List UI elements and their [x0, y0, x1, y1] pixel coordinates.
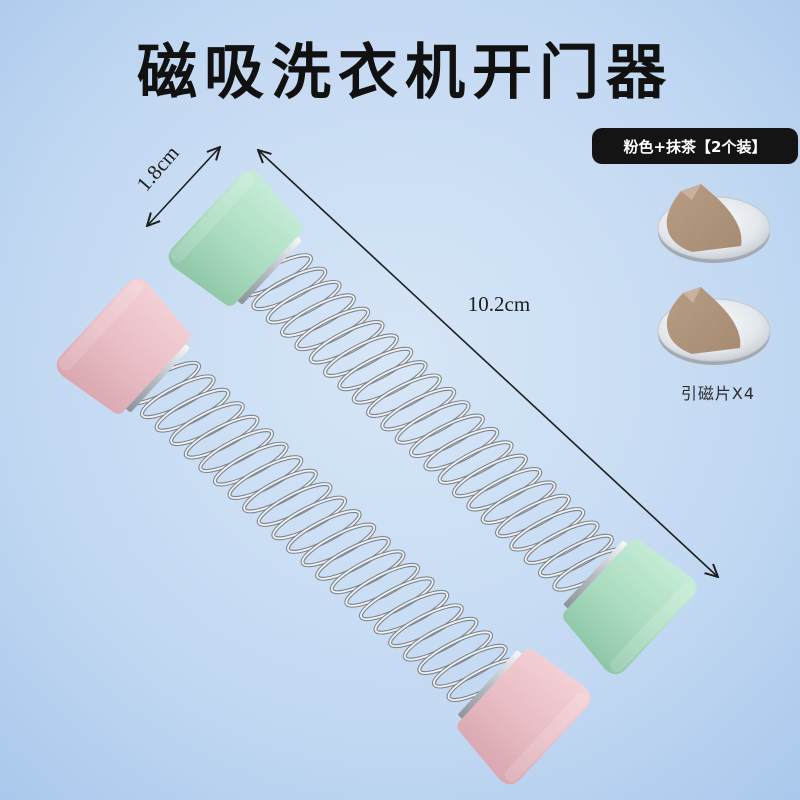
diameter-arrow: [147, 147, 220, 226]
metal-washer: [458, 650, 523, 720]
magnet-plate-2: [657, 287, 771, 365]
pink-cap-end: [457, 649, 591, 785]
cap-highlight: [610, 582, 695, 673]
adhesive-tape-icon: [666, 184, 742, 252]
metal-washer: [125, 343, 190, 413]
page-title: 磁吸洗衣机开门器: [137, 38, 673, 108]
length-label: 10.2cm: [468, 292, 530, 316]
badge-label: 粉色+抹茶【2个装】: [623, 138, 766, 156]
pink-cap-body: [457, 649, 591, 785]
cap-highlight: [504, 692, 589, 783]
pink-cap-start: [56, 278, 191, 414]
pink-cap-body: [56, 278, 191, 414]
adhesive-tape-icon: [666, 287, 741, 354]
tape-fold: [683, 287, 701, 303]
length-dimension: 10.2cm: [258, 150, 718, 577]
magnet-plate-label: 引磁片X4: [681, 384, 755, 403]
cap-highlight: [58, 280, 143, 371]
variant-badge: 粉色+抹茶【2个装】: [592, 128, 798, 164]
magnet-plate-1: [657, 184, 771, 263]
tape-fold: [681, 184, 701, 200]
length-arrow: [258, 150, 718, 577]
